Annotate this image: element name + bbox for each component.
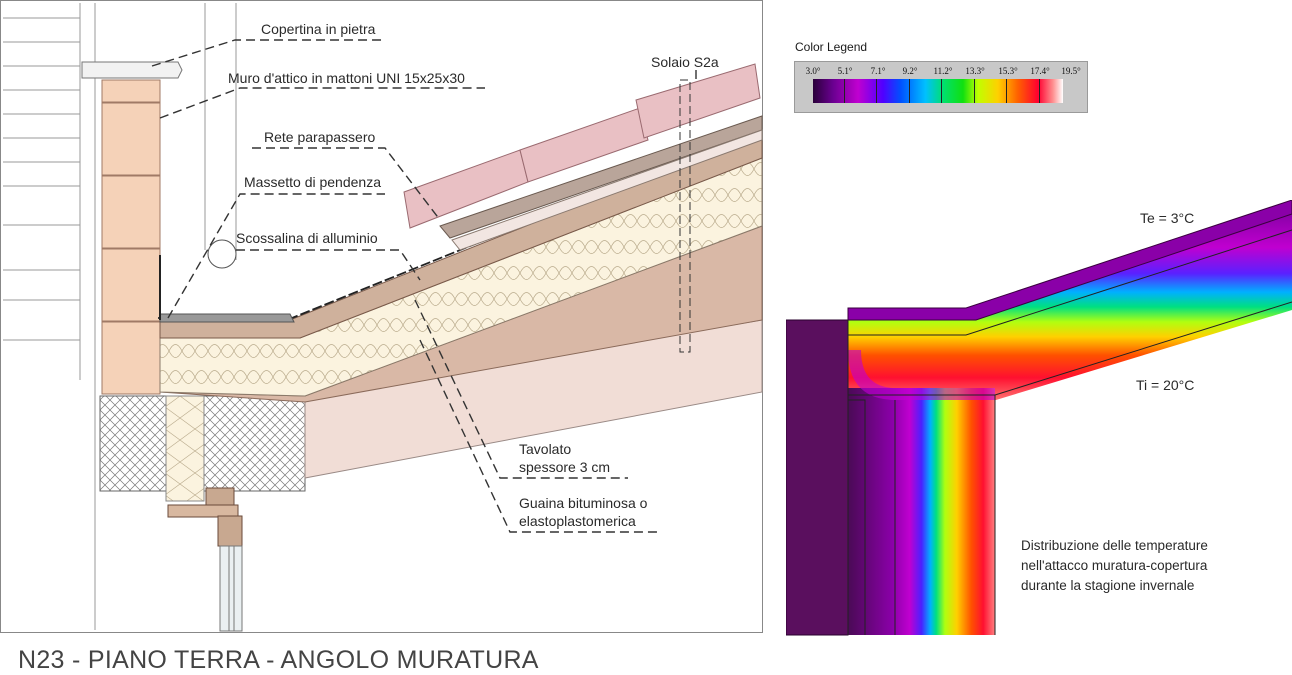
legend-title: Color Legend	[795, 40, 868, 54]
legend-gradient-bar	[813, 79, 1063, 103]
window-glass	[219, 545, 243, 632]
thermal-roof-top	[847, 200, 1292, 321]
legend-tick: 15.3°	[998, 66, 1018, 76]
legend-tick: 9.2°	[902, 66, 918, 76]
legend-tick: 17.4°	[1030, 66, 1050, 76]
label-solaio: Solaio S2a	[651, 54, 719, 70]
beam-insulation	[165, 395, 205, 502]
legend-tick: 3.0°	[805, 66, 821, 76]
legend-tick: 19.5°	[1061, 66, 1081, 76]
background-building-lines	[3, 3, 237, 630]
thermal-outer-wall	[786, 319, 849, 636]
label-muro-attico: Muro d'attico in mattoni UNI 15x25x30	[228, 70, 465, 86]
color-legend: 3.0° 5.1° 7.1° 9.2° 11.2° 13.3° 15.3° 17…	[794, 61, 1088, 113]
brick-parapet	[101, 79, 161, 395]
legend-tick-mark	[1006, 79, 1007, 103]
label-scossalina: Scossalina di alluminio	[236, 230, 378, 246]
leader-lines	[151, 39, 697, 533]
legend-tick: 11.2°	[933, 66, 953, 76]
section-marker-s2a	[679, 79, 691, 353]
label-copertina: Copertina in pietra	[261, 21, 376, 37]
label-tavolato: Tavolato spessore 3 cm	[519, 441, 611, 475]
legend-tick-labels: 3.0° 5.1° 7.1° 9.2° 11.2° 13.3° 15.3° 17…	[805, 66, 1081, 78]
label-massetto: Massetto di pendenza	[244, 174, 381, 190]
thermal-outlines	[847, 229, 1292, 635]
thermal-caption: Distribuzione delle temperature nell'att…	[1021, 538, 1208, 593]
legend-tick-mark	[941, 79, 942, 103]
stone-coping	[81, 61, 183, 79]
legend-tick: 7.1°	[870, 66, 886, 76]
legend-tick: 5.1°	[837, 66, 853, 76]
label-guaina: Guaina bituminosa o elastoplastomerica	[519, 495, 648, 529]
thermal-simulation	[786, 200, 1292, 636]
ventilation-gap	[451, 129, 763, 251]
label-external-temp: Te = 3°C	[1140, 210, 1195, 226]
thermal-corner	[848, 350, 995, 400]
legend-tick-mark	[909, 79, 910, 103]
gutter-grate	[159, 313, 295, 323]
detail-circle	[207, 239, 237, 269]
legend-tick-mark	[876, 79, 877, 103]
label-rete-parapassero: Rete parapassero	[264, 129, 376, 145]
legend-tick: 13.3°	[965, 66, 985, 76]
legend-tick-mark	[844, 79, 845, 103]
thermal-inner-wall	[848, 388, 995, 635]
label-internal-temp: Ti = 20°C	[1136, 377, 1195, 393]
page-title: N23 - PIANO TERRA - ANGOLO MURATURA	[18, 646, 539, 674]
thermal-roof-band	[848, 214, 1292, 400]
legend-tick-mark	[974, 79, 975, 103]
window-frame	[167, 487, 243, 547]
legend-tick-mark	[1039, 79, 1040, 103]
construction-detail-drawing	[0, 0, 763, 633]
roof-tiles	[403, 63, 761, 229]
